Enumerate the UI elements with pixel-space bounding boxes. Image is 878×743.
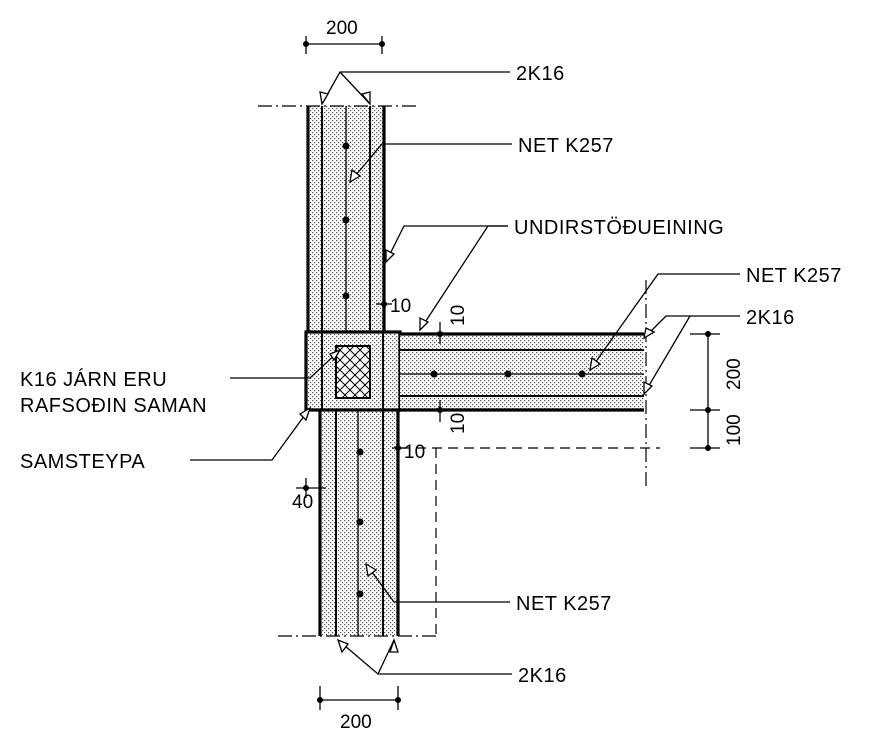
label-composite: SAMSTEYPA — [20, 451, 145, 473]
label-weld-note-2: RAFSOÐIN SAMAN — [20, 395, 207, 417]
dim-slab-gap-bottom: 10 — [448, 413, 469, 434]
label-rebar-top: 2K16 — [516, 63, 565, 85]
labels: 2K16 NET K257 UNDIRSTÖÐUEINING NET K257 … — [20, 63, 842, 687]
dim-gap-lower: 10 — [404, 442, 425, 463]
label-mesh-bottom: NET K257 — [516, 593, 612, 615]
right-slab — [400, 332, 644, 412]
label-weld-note-1: K16 JÁRN ERU — [20, 368, 167, 391]
label-mesh-right: NET K257 — [746, 265, 842, 287]
dimension-top: 200 — [303, 18, 385, 54]
leaders — [190, 71, 740, 675]
rebar-dots — [342, 142, 586, 598]
dim-offset: 40 — [292, 492, 313, 513]
label-rebar-right: 2K16 — [746, 307, 795, 329]
dimension-bottom: 200 — [317, 686, 401, 733]
lower-wall — [318, 410, 400, 636]
label-support-unit: UNDIRSTÖÐUEINING — [514, 217, 724, 239]
dim-slab-height: 200 — [724, 358, 745, 390]
dim-slab-gap-top: 10 — [448, 305, 469, 326]
dim-top-width: 200 — [326, 18, 358, 39]
dimension-joint: 10 10 10 10 40 — [292, 296, 469, 513]
joint-block — [304, 330, 402, 412]
dim-gap-upper: 10 — [390, 296, 411, 317]
dim-slab-below: 100 — [724, 414, 745, 446]
dim-bottom-width: 200 — [340, 712, 372, 733]
dimension-right: 200 100 — [690, 331, 745, 451]
label-mesh-top: NET K257 — [518, 135, 614, 157]
label-rebar-bottom: 2K16 — [518, 665, 567, 687]
